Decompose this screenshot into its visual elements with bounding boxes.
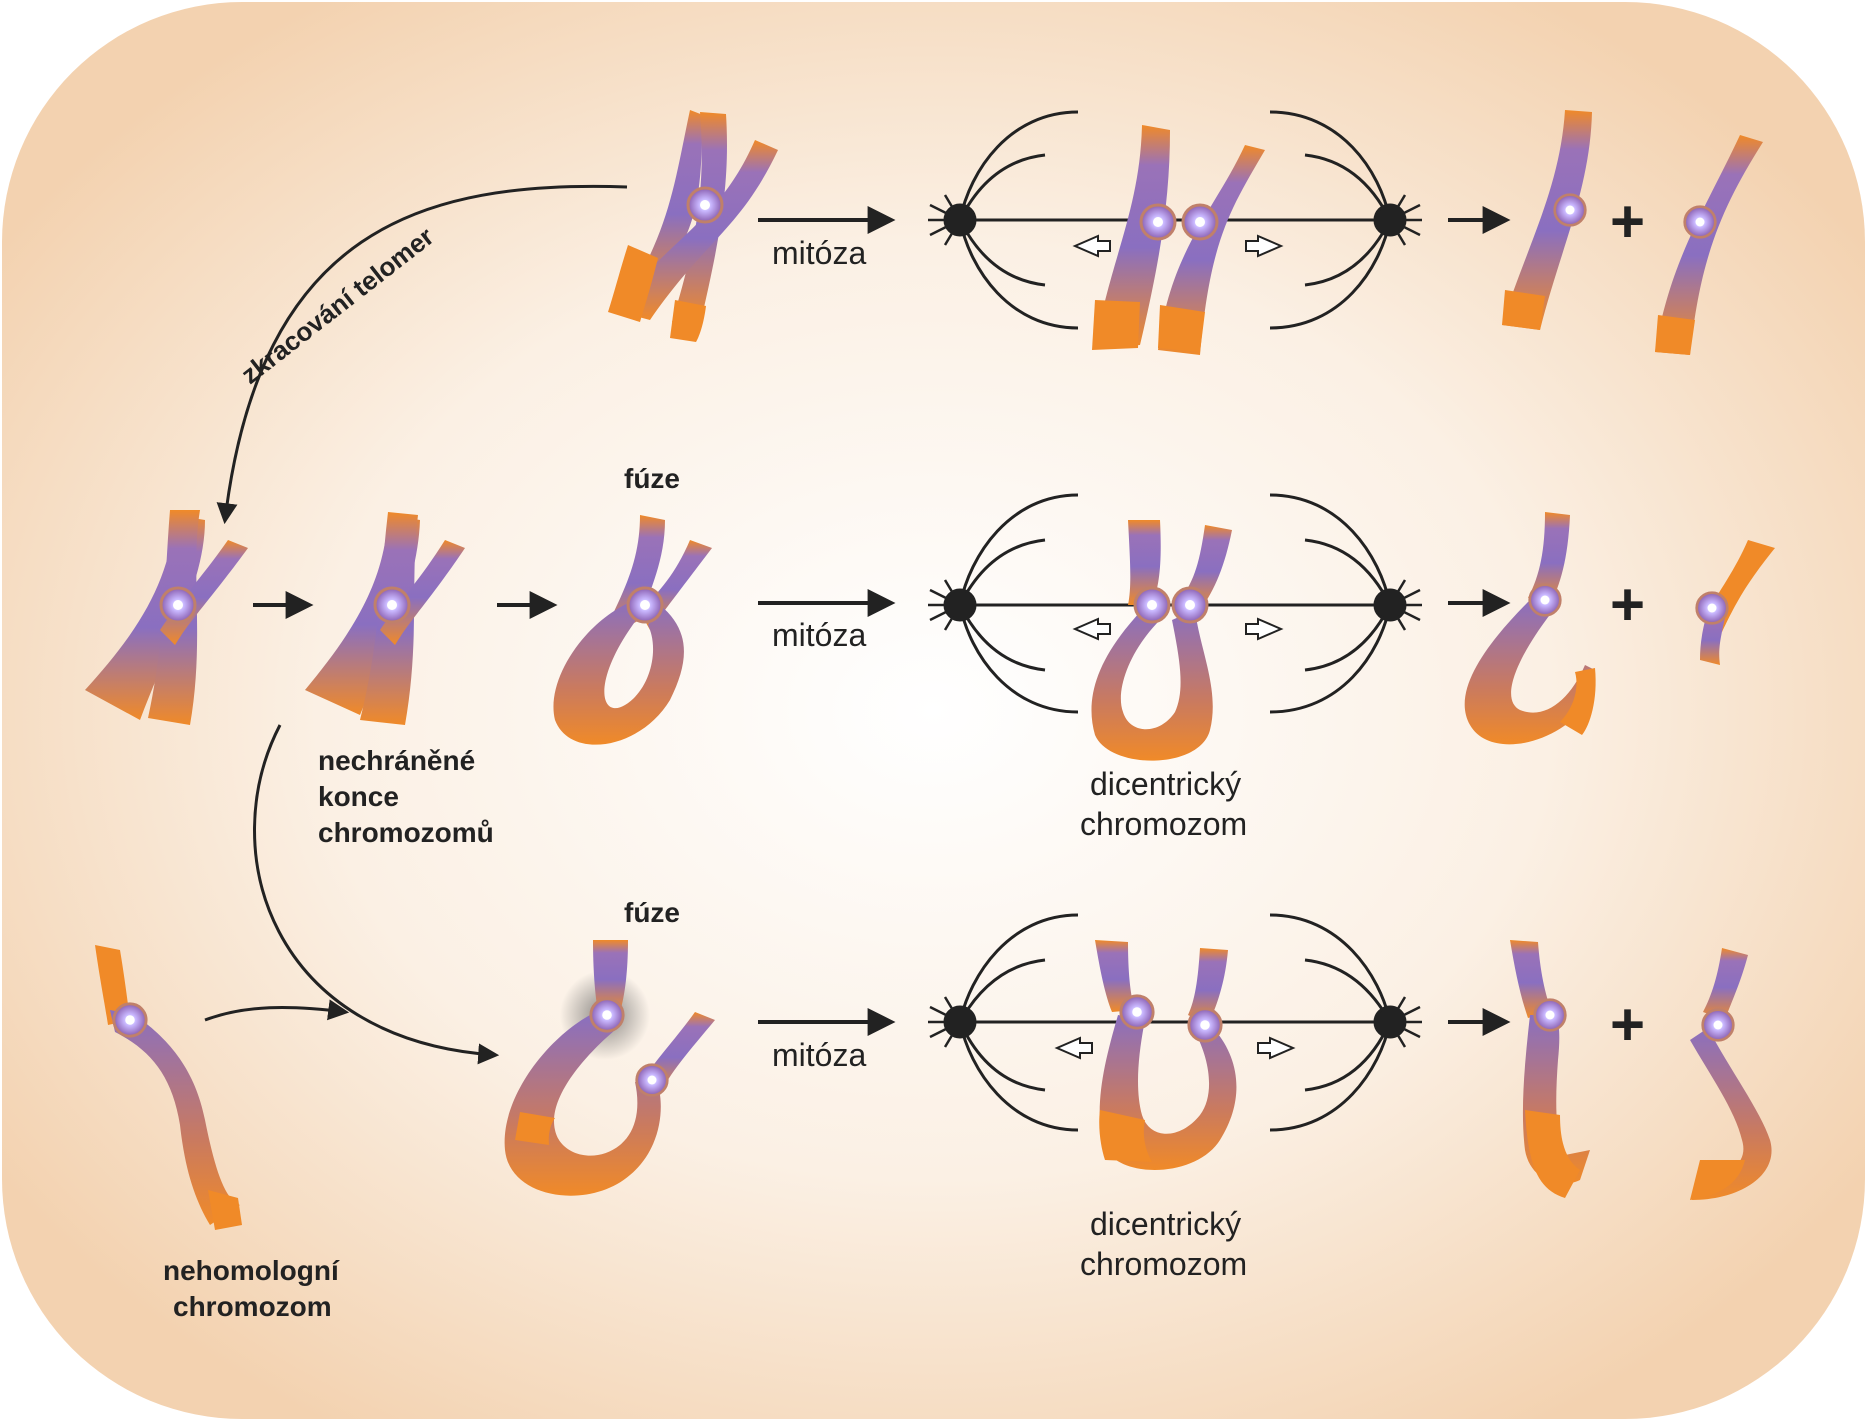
nonhomologous-chromosome [95, 945, 242, 1230]
row-1-normal-chromosome [608, 110, 778, 342]
unprotected-ends-label-line3: chromozomů [318, 817, 494, 848]
daughter-fragments-2 [1464, 512, 1775, 745]
fusion-label-1: fúze [624, 463, 680, 494]
separating-chromatids-1 [1072, 125, 1284, 355]
dicentric-chromosome-1 [1072, 520, 1284, 761]
spindle-1 [928, 110, 1422, 330]
spindle-2 [928, 493, 1422, 714]
unprotected-ends-label-line2: konce [318, 781, 399, 812]
row-3-fused-chromosome [504, 940, 715, 1196]
unprotected-ends-label-line1: nechráněné [318, 745, 475, 776]
unprotected-to-fusion-arrow [253, 724, 500, 1065]
dicentric-label-1-line1: dicentrický [1090, 766, 1241, 802]
dicentric-label-1-line2: chromozom [1080, 806, 1247, 842]
row-2-fused-chromosome [553, 515, 712, 745]
telomere-shortening-arrow [216, 184, 628, 525]
mitosis-label-1: mitóza [772, 235, 866, 271]
nonhomologous-label-line2: chromozom [173, 1291, 332, 1322]
dicentric-chromosome-2 [1054, 940, 1296, 1170]
nonhomologous-label-line1: nehomologní [163, 1255, 340, 1286]
dicentric-label-2-line2: chromozom [1080, 1246, 1247, 1282]
plus-1: + [1610, 188, 1645, 255]
daughter-chromatids-1 [1502, 110, 1763, 355]
plus-3: + [1610, 991, 1645, 1058]
row-2-shortened-chromosome [85, 510, 248, 725]
daughter-fragments-3 [1510, 940, 1772, 1200]
plus-2: + [1610, 571, 1645, 638]
dicentric-label-2-line1: dicentrický [1090, 1206, 1241, 1242]
nonhomologous-to-fusion-arrow [204, 999, 350, 1022]
row-2-unprotected-ends-chromosome [305, 512, 465, 725]
spindle-3 [928, 913, 1422, 1132]
mitosis-label-3: mitóza [772, 1037, 866, 1073]
mitosis-label-2: mitóza [772, 617, 866, 653]
fusion-label-2: fúze [624, 897, 680, 928]
